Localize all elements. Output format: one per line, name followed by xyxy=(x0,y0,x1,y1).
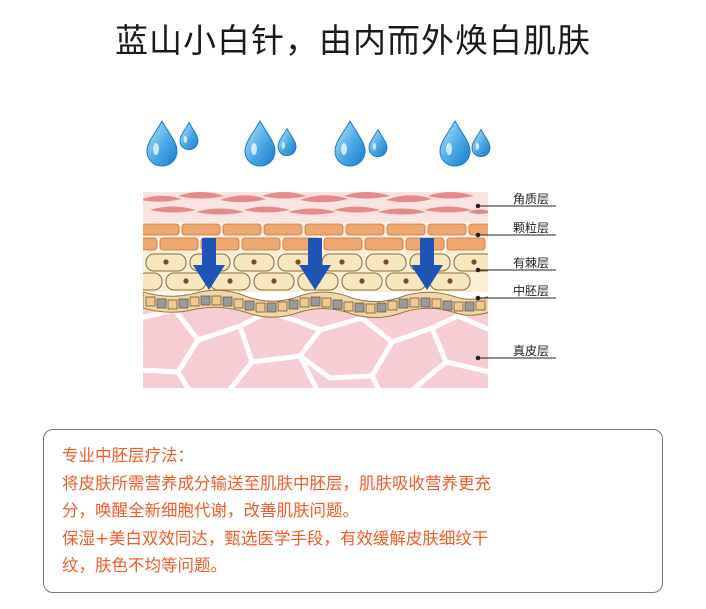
info-line: 将皮肤所需营养成分输送至肌肤中胚层，肌肤吸收营养更充 xyxy=(62,473,491,493)
skin-cross-section xyxy=(143,192,488,388)
info-line: 纹，肤色不均等问题。 xyxy=(62,556,227,575)
layer-label-basale: 中胚层 xyxy=(513,284,550,298)
layer-label-granulosum: 颗粒层 xyxy=(513,221,550,235)
water-droplet-icon xyxy=(439,119,471,167)
info-line: 分，唤醒全新细胞代谢，改善肌肤问题。 xyxy=(62,501,359,520)
info-box: 专业中胚层疗法： 将皮肤所需营养成分输送至肌肤中胚层，肌肤吸收营养更充 分，唤醒… xyxy=(43,429,663,593)
page-title: 蓝山小白针，由内而外焕白肌肤 xyxy=(115,21,591,60)
info-line: 保湿+美白双效同达，甄选医学手段，有效缓解皮肤细纹干 xyxy=(62,528,489,548)
water-droplet-icon xyxy=(277,127,297,157)
layer-label-spinosum: 有棘层 xyxy=(513,256,550,270)
arrow-down-icon xyxy=(411,238,443,290)
corneum-flakes xyxy=(143,192,488,215)
water-droplet-icon xyxy=(179,121,199,151)
basale-cells xyxy=(145,295,486,314)
leader-lines xyxy=(475,203,556,361)
water-droplet-icon xyxy=(146,119,178,167)
info-heading: 专业中胚层疗法： xyxy=(62,446,194,465)
water-droplet-icon xyxy=(368,128,388,158)
water-droplets xyxy=(146,119,491,167)
water-droplet-icon xyxy=(471,128,491,158)
arrow-down-icon xyxy=(299,238,331,290)
layer-label-dermis: 真皮层 xyxy=(513,344,550,358)
arrows xyxy=(193,238,443,290)
dermis-network xyxy=(143,307,488,388)
arrow-down-icon xyxy=(193,238,225,290)
layer-label-corneum: 角质层 xyxy=(513,192,550,206)
skin-layer-diagram xyxy=(143,119,556,388)
granulosum-cells xyxy=(143,223,488,251)
water-droplet-icon xyxy=(244,119,276,167)
water-droplet-icon xyxy=(334,119,366,167)
